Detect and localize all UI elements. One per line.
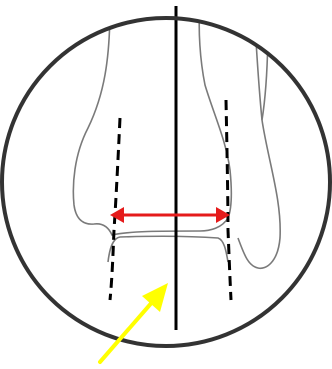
pointer-shaft [100, 300, 154, 362]
fibula-inner-outline [262, 20, 268, 120]
talus-outline [108, 236, 228, 262]
dashed-line-right [226, 100, 231, 300]
dashed-line-left [110, 118, 120, 300]
tibia-outline [73, 6, 231, 235]
measurement-arrow [110, 207, 230, 223]
arrowhead-left [110, 207, 124, 223]
magnifier-circle [2, 18, 330, 346]
